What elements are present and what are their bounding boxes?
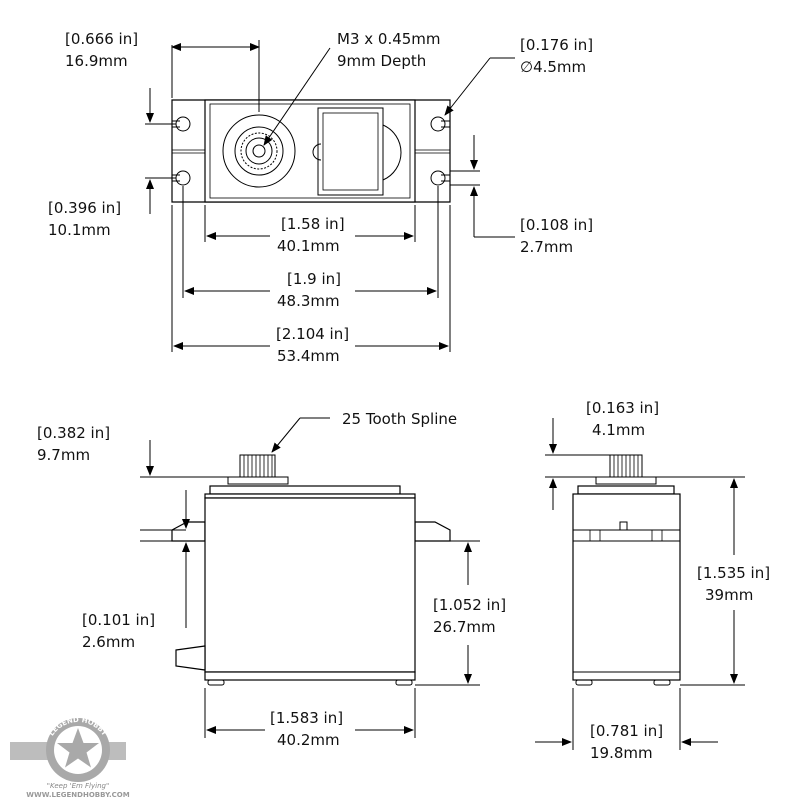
top-dims: [145, 40, 515, 352]
dim-hole-dia-in: [0.176 in]: [520, 36, 593, 54]
dim-spline-top-in: [0.163 in]: [586, 399, 659, 417]
dim-hole-spacing-mm: 10.1mm: [48, 221, 111, 239]
dim-spline-height-in: [0.382 in]: [37, 424, 110, 442]
star-icon: [57, 728, 99, 768]
side-view: [171, 454, 451, 686]
dim-tab-height-mm: 26.7mm: [433, 618, 496, 636]
end-view: [572, 454, 681, 686]
legend-hobby-logo: LEGEND HOBBY "Keep 'Em Flying" WWW.LEGEN…: [10, 716, 130, 799]
dim-hole-spacing-in: [0.396 in]: [48, 199, 121, 217]
dim-tab-thickness-in: [0.101 in]: [82, 611, 155, 629]
dim-overall-length-in: [2.104 in]: [276, 325, 349, 343]
dim-spline-height-mm: 9.7mm: [37, 446, 90, 464]
logo-slogan: "Keep 'Em Flying": [47, 782, 109, 790]
dim-tab-gap-mm: 2.7mm: [520, 238, 573, 256]
dim-mount-offset-mm: 16.9mm: [65, 52, 128, 70]
dim-total-height-in: [1.535 in]: [697, 564, 770, 582]
dim-tab-thickness-mm: 2.6mm: [82, 633, 135, 651]
dim-screw-line1: M3 x 0.45mm: [337, 30, 441, 48]
dim-side-length-mm: 40.2mm: [277, 731, 340, 749]
dim-tab-height-in: [1.052 in]: [433, 596, 506, 614]
dim-spline-top-mm: 4.1mm: [592, 421, 645, 439]
logo-url: WWW.LEGENDHOBBY.COM: [26, 791, 129, 799]
side-dims: [140, 417, 480, 738]
dim-hole-pitch-in: [1.9 in]: [287, 270, 341, 288]
spline-label: 25 Tooth Spline: [342, 410, 457, 428]
dim-side-length-in: [1.583 in]: [270, 709, 343, 727]
dimension-labels: [0.666 in] 16.9mm M3 x 0.45mm 9mm Depth …: [37, 30, 770, 762]
dim-hole-pitch-mm: 48.3mm: [277, 292, 340, 310]
dim-mount-offset-in: [0.666 in]: [65, 30, 138, 48]
end-dims: [535, 418, 745, 750]
top-view: [171, 99, 451, 203]
dim-body-depth-mm: 19.8mm: [590, 744, 653, 762]
dim-total-height-mm: 39mm: [705, 586, 753, 604]
dim-tab-gap-in: [0.108 in]: [520, 216, 593, 234]
dim-body-width-in: [1.58 in]: [281, 215, 345, 233]
dim-overall-length-mm: 53.4mm: [277, 347, 340, 365]
dim-screw-line2: 9mm Depth: [337, 52, 426, 70]
output-gear: [222, 114, 296, 188]
dim-body-width-mm: 40.1mm: [277, 237, 340, 255]
dim-body-depth-in: [0.781 in]: [590, 722, 663, 740]
mount-holes: [172, 116, 450, 186]
dim-hole-dia-mm: ∅4.5mm: [520, 58, 586, 76]
